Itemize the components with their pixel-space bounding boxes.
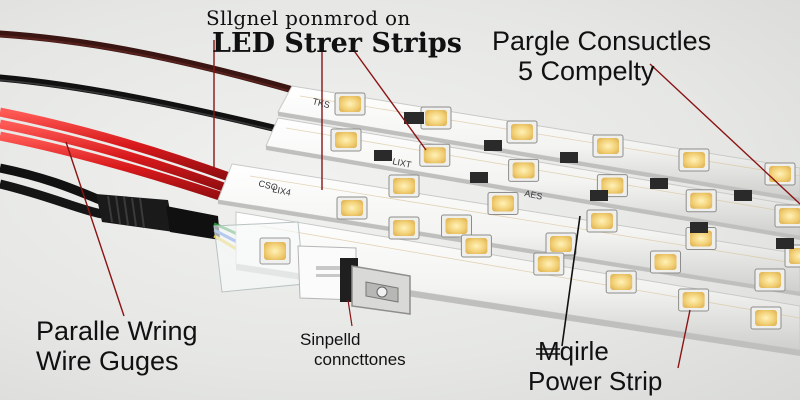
- led-chip-lens: [445, 218, 468, 234]
- strip-marking: LIXT: [392, 156, 413, 170]
- led-chip-lens: [690, 192, 713, 209]
- led-chip-lens: [597, 138, 619, 154]
- led-chip-lens: [683, 152, 705, 168]
- equals-arrow-icon: [536, 348, 560, 355]
- led-chips: [330, 92, 800, 330]
- bottom-right-label-line2: Power Strip: [528, 366, 663, 396]
- led-chip-lens: [755, 310, 777, 326]
- led-chip-lens: [537, 256, 560, 272]
- led-chip-lens: [512, 162, 535, 179]
- splice-connector: [297, 245, 411, 315]
- led-chip-lens: [339, 96, 361, 112]
- resistor-chips: [374, 112, 794, 249]
- led-chip-lens: [682, 292, 705, 308]
- led-chip-lens: [492, 195, 514, 212]
- pointer-lines: [65, 40, 800, 369]
- led-chip-lens: [465, 238, 488, 254]
- led-chip-lens: [759, 272, 781, 288]
- strip-marking: AES: [524, 188, 544, 202]
- led-chip-lens: [789, 248, 800, 264]
- right-label-line2: 5 Compelty: [518, 56, 655, 86]
- strip-marking: CSO: [258, 178, 279, 192]
- strip-marking: TKS: [312, 96, 331, 110]
- led-chip-lens: [393, 178, 415, 194]
- strip-marking: LIX4: [272, 184, 292, 198]
- led-chip-lens: [423, 147, 446, 164]
- led-chip-lens: [610, 274, 633, 290]
- top-title-label: LED Strer Strips: [212, 28, 462, 59]
- led-chip-lens: [425, 110, 447, 126]
- center-label-line1: Sinpelld: [300, 330, 361, 349]
- center-label-line2: conncttones: [314, 350, 406, 369]
- led-chip-lens: [550, 236, 572, 252]
- led-chip-lens: [335, 132, 357, 148]
- left-label-line2: Wire Guges: [36, 346, 179, 376]
- wires: [0, 30, 304, 219]
- led-chip-lens: [654, 254, 677, 270]
- right-label-line1: Pargle Consuctles: [492, 26, 712, 56]
- led-chip-lens: [393, 220, 415, 236]
- led-chip-lens: [779, 208, 800, 224]
- bottom-right-label-line1: Mqirle: [538, 336, 609, 366]
- strip-markings: LIX4 CSO TKS LIXT AES: [258, 96, 544, 201]
- led-chip-lens: [601, 177, 624, 194]
- clear-sleeve: [213, 221, 305, 293]
- led-chip-lens: [591, 213, 613, 229]
- black-connector: [96, 194, 251, 266]
- led-chip-lens: [690, 230, 712, 247]
- top-small-label: Sllgnel ponmrod on: [206, 6, 411, 30]
- led-chip-lens: [511, 124, 533, 140]
- left-label-line1: Paralle Wring: [36, 316, 198, 346]
- led-chip-lens: [341, 200, 363, 216]
- led-chip-lens: [769, 166, 791, 182]
